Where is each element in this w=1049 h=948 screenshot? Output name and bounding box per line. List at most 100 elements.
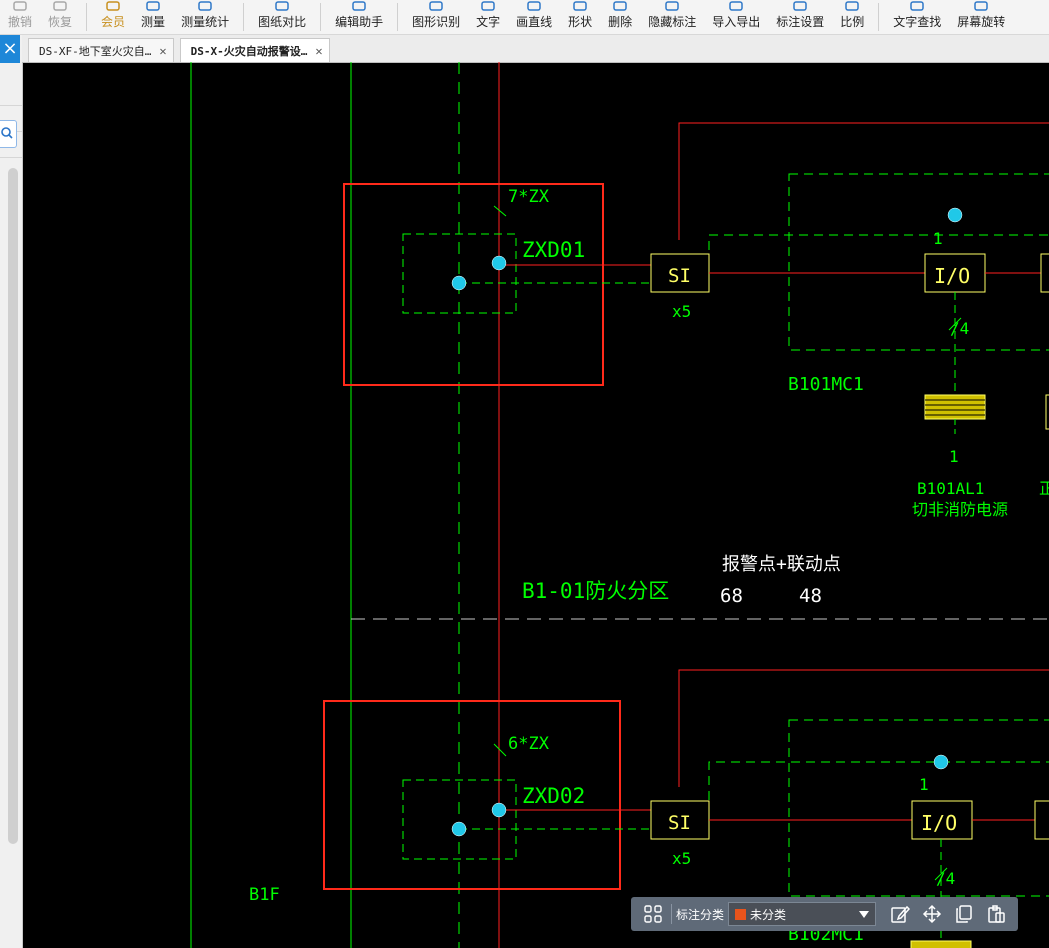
copy-icon[interactable] (953, 903, 975, 925)
toolbar-button-8[interactable]: 文字 (468, 0, 508, 34)
toolbar-button-label: 形状 (568, 15, 593, 29)
move-icon[interactable] (921, 903, 943, 925)
cad-drawing: 7*ZX ZXD01 SI x5 I/O 1 /4 B101MC1 1 B101… (190, 62, 1049, 948)
stats-link: 48 (799, 585, 822, 607)
document-tabbar: DS-XF-地下室火灾自… ✕ DS-X-火灾自动报警设… ✕ (22, 35, 1049, 63)
toolbar-button-9[interactable]: 画直线 (508, 0, 560, 34)
toolbar-button-label: 恢复 (48, 15, 73, 29)
io-wire-1: /4 (950, 319, 969, 338)
toolbar-button-11[interactable]: 删除 (600, 0, 640, 34)
annotation-category-label: 标注分类 (676, 907, 725, 922)
toolbar-button-label: 屏幕旋转 (957, 15, 1006, 29)
ruler-icon (146, 1, 160, 11)
close-panel-button[interactable]: × (0, 35, 20, 63)
toolbar-button-2[interactable]: 会员 (93, 0, 133, 34)
toolbar-button-14[interactable]: 标注设置 (768, 0, 832, 34)
toolbar-separator (320, 3, 322, 31)
io-wire-2: /4 (936, 869, 955, 888)
toolbar-button-12[interactable]: 隐藏标注 (640, 0, 704, 34)
toolbar-button-17[interactable]: 屏幕旋转 (949, 0, 1013, 34)
cad-canvas[interactable]: 7*ZX ZXD01 SI x5 I/O 1 /4 B101MC1 1 B101… (22, 62, 1049, 948)
io-label-2: I/O (921, 811, 957, 835)
paste-icon[interactable] (985, 903, 1007, 925)
toolbar-button-label: 文字 (476, 15, 501, 29)
toolbar-button-label: 图纸对比 (258, 15, 307, 29)
toolbar-button-label: 标注设置 (776, 15, 825, 29)
module-count-1: 7*ZX (508, 187, 550, 207)
toolbar-button-0[interactable]: 撤销 (0, 0, 40, 34)
toolbar-button-label: 图形识别 (412, 15, 461, 29)
shape-icon (573, 1, 587, 11)
tab-title: DS-XF-地下室火灾自… (39, 44, 152, 58)
floor-label: B1F (249, 885, 280, 905)
si-label-2: SI (668, 812, 691, 834)
highlight-box (323, 700, 621, 890)
settings-icon (793, 1, 807, 11)
highlight-box (343, 183, 604, 386)
toolbar-separator (878, 3, 880, 31)
toolbar-button-6[interactable]: 编辑助手 (327, 0, 391, 34)
toolbar-button-15[interactable]: 比例 (832, 0, 872, 34)
annotation-category-select[interactable]: 未分类 (728, 902, 877, 926)
si-mult-1: x5 (672, 302, 691, 321)
search-button[interactable] (0, 120, 17, 148)
zone-2 (323, 669, 1049, 948)
al-label: B101AL1 (917, 479, 984, 498)
main-toolbar: 撤销 恢复 会员测量测量统计 图纸对比 编辑助手 图形识别 文字 画直线 形状 删除隐藏标注导入导… (0, 0, 1049, 35)
mc-label-1: B101MC1 (788, 374, 864, 395)
rotate-icon (974, 1, 989, 11)
toolbar-button-label: 文字查找 (893, 15, 942, 29)
compare-icon (275, 1, 289, 11)
toolbar-button-5[interactable]: 图纸对比 (250, 0, 314, 34)
vip-icon (106, 1, 120, 11)
document-tab[interactable]: DS-XF-地下室火灾自… ✕ (28, 38, 174, 62)
si-mult-2: x5 (672, 849, 691, 868)
annotation-toolbar: 标注分类 未分类 (631, 897, 1018, 931)
al-desc: 切非消防电源 (912, 500, 1008, 519)
tab-title: DS-X-火灾自动报警设… (190, 44, 308, 58)
toolbar-button-label: 测量统计 (181, 15, 230, 29)
line-icon (527, 1, 541, 11)
left-panel-scrollbar[interactable] (8, 168, 18, 844)
toolbar-button-10[interactable]: 形状 (560, 0, 600, 34)
grid-icon[interactable] (642, 903, 664, 925)
annotation-category-value: 未分类 (750, 907, 787, 922)
zone-1 (343, 122, 1049, 434)
toolbar-button-7[interactable]: 图形识别 (404, 0, 468, 34)
toolbar-button-13[interactable]: 导入导出 (704, 0, 768, 34)
text-icon (481, 1, 495, 11)
toolbar-button-1[interactable]: 恢复 (40, 0, 80, 34)
stats-alarm: 68 (720, 585, 743, 607)
toolbar-separator (243, 3, 245, 31)
tab-close-icon[interactable]: ✕ (159, 43, 167, 58)
eraser-icon (613, 1, 627, 11)
box-label-2: ZXD02 (522, 784, 585, 808)
shape-recognition-icon (429, 1, 443, 11)
module-count-2: 6*ZX (508, 734, 550, 754)
toolbar-button-label: 撤销 (8, 15, 33, 29)
toolbar-button-label: 比例 (840, 15, 865, 29)
scale-icon (845, 1, 859, 11)
toolbar-button-16[interactable]: 文字查找 (885, 0, 949, 34)
al-num: 1 (949, 447, 959, 466)
eye-icon (665, 1, 679, 11)
io-num-2: 1 (919, 775, 929, 794)
undo-icon (13, 1, 27, 11)
text-search-icon (910, 1, 924, 11)
document-tab-active[interactable]: DS-X-火灾自动报警设… ✕ (179, 38, 330, 62)
measure-stats-icon (198, 1, 212, 11)
zone-label: B1-01防火分区 (522, 579, 669, 603)
io-num-1: 1 (933, 229, 943, 248)
toolbar-separator (86, 3, 88, 31)
tab-close-icon[interactable]: ✕ (315, 43, 323, 58)
toolbar-button-4[interactable]: 测量统计 (173, 0, 237, 34)
redo-icon (53, 1, 67, 11)
box-label-1: ZXD01 (522, 238, 585, 262)
toolbar-button-3[interactable]: 测量 (133, 0, 173, 34)
category-color-swatch (735, 908, 747, 920)
toolbar-button-label: 删除 (608, 15, 633, 29)
edit-icon[interactable] (889, 903, 911, 925)
toolbar-button-label: 画直线 (516, 15, 553, 29)
edit-assistant-icon (352, 1, 366, 11)
io-label-1: I/O (934, 264, 970, 288)
